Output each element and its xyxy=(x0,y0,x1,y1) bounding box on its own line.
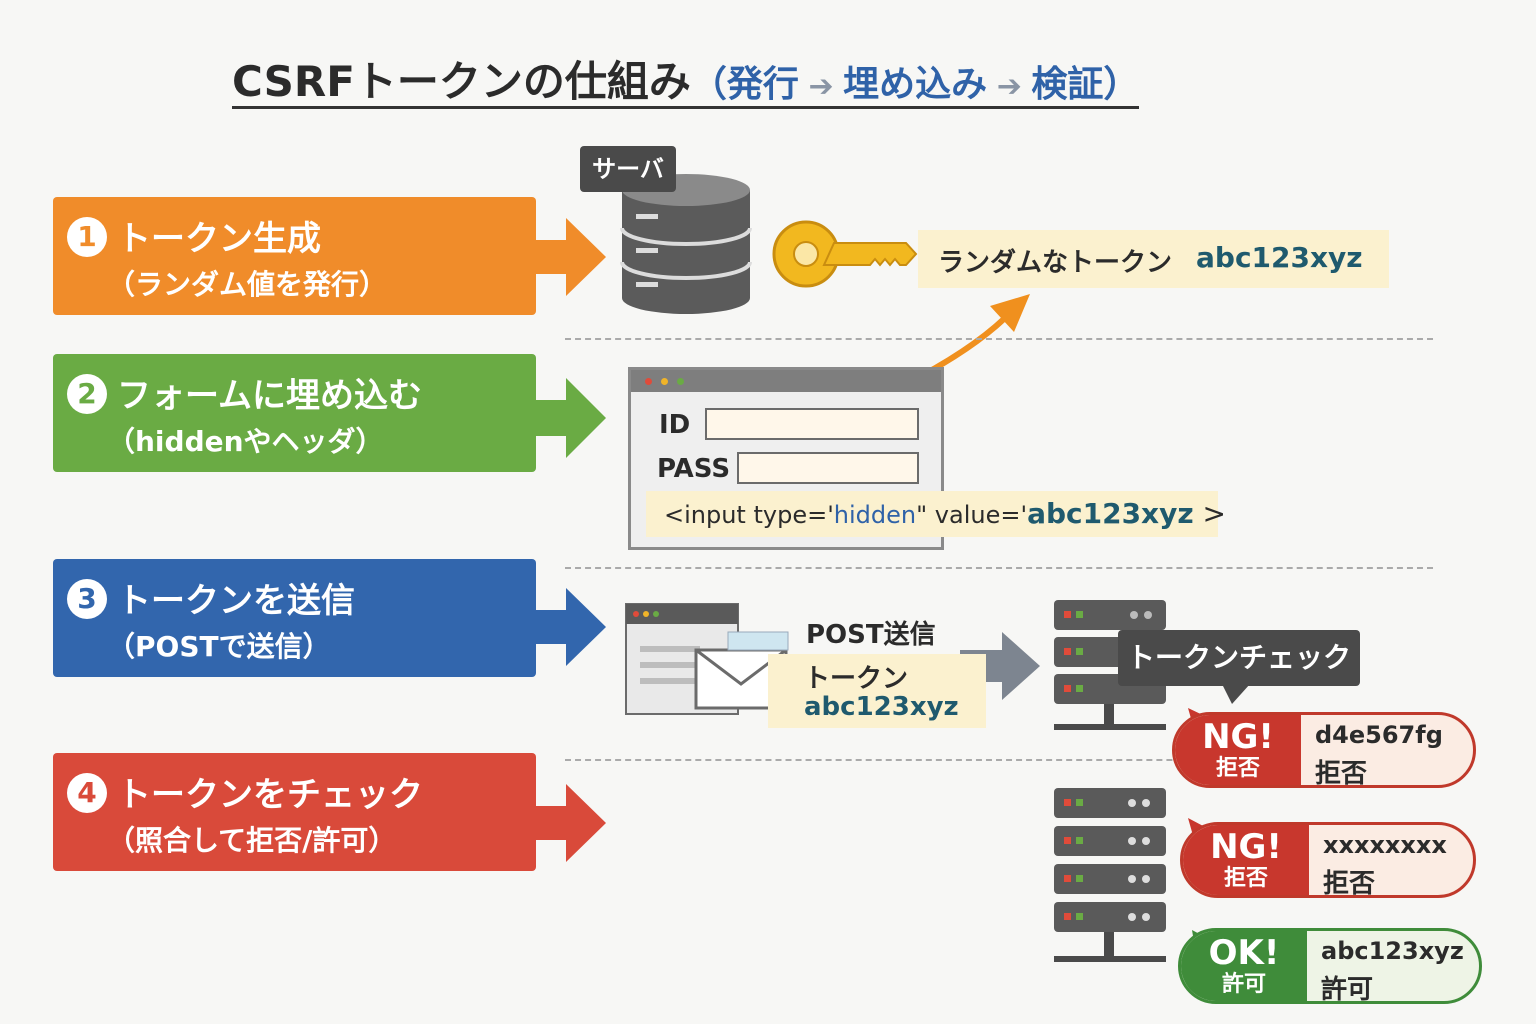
token-check-label: トークンチェック xyxy=(1118,630,1360,686)
step-label: トークンを送信 xyxy=(117,581,355,621)
result-mark-sub: 拒否 xyxy=(1215,756,1260,781)
step-2-arrow-icon xyxy=(536,378,606,458)
result-mark: NG! 拒否 xyxy=(1175,715,1301,785)
code-prefix: <input type=' xyxy=(664,501,834,529)
result-mark-text: OK! xyxy=(1208,933,1280,973)
token-value: abc123xyz xyxy=(1196,241,1363,274)
step-sub: （ランダム値を発行） xyxy=(107,268,388,301)
token-label: ランダムなトークン xyxy=(938,248,1173,278)
step-label: フォームに埋め込む xyxy=(117,376,422,416)
title-arrow-icon: ➔ xyxy=(987,69,1032,104)
code-suffix: > xyxy=(1193,497,1227,530)
step-number: 2 xyxy=(67,374,107,414)
server-rack-icon xyxy=(1054,788,1166,962)
send-arrow-icon xyxy=(960,632,1040,700)
send-token-box: トークン abc123xyz xyxy=(768,654,986,728)
code-mid: " value=' xyxy=(916,501,1028,529)
step-sub: （照合して拒否/許可） xyxy=(107,824,397,857)
send-token-value: abc123xyz xyxy=(804,692,959,722)
window-titlebar xyxy=(631,370,941,392)
server-label: サーバ xyxy=(580,146,676,192)
step-label: トークン生成 xyxy=(117,219,321,259)
code-hidden-type: hidden xyxy=(833,501,917,529)
result-verdict: 拒否 xyxy=(1323,869,1376,899)
result-token-value: xxxxxxxx xyxy=(1323,831,1447,859)
title-step-embed: 埋め込み xyxy=(843,64,988,105)
result-mark-sub: 拒否 xyxy=(1223,866,1268,891)
step-number: 1 xyxy=(67,217,107,257)
step-4-box: 4 トークンをチェック （照合して拒否/許可） xyxy=(53,753,536,871)
step-label: トークンをチェック xyxy=(117,775,423,815)
step-1-box: 1 トークン生成 （ランダム値を発行） xyxy=(53,197,536,315)
key-icon xyxy=(772,220,918,288)
title-step-verify: 検証 xyxy=(1031,64,1104,105)
title-paren-close: ） xyxy=(1103,64,1140,105)
step-sub: （hiddenやヘッダ） xyxy=(107,425,384,458)
minimize-dot-icon xyxy=(661,378,668,385)
step-3-box: 3 トークンを送信 （POSTで送信） xyxy=(53,559,536,677)
result-mark: NG! 拒否 xyxy=(1183,825,1309,895)
pass-label: PASS xyxy=(657,454,731,484)
step-4-arrow-icon xyxy=(536,784,606,862)
result-bubble-ng: NG! 拒否 xxxxxxxx 拒否 xyxy=(1180,822,1476,899)
token-box: ランダムなトークン abc123xyz xyxy=(918,230,1389,288)
maximize-dot-icon xyxy=(677,378,684,385)
title-main: CSRFトークンの仕組み xyxy=(232,57,691,106)
result-token-value: d4e567fg xyxy=(1315,721,1443,749)
result-verdict: 許可 xyxy=(1321,975,1374,1005)
step-number: 3 xyxy=(67,579,107,619)
result-mark-text: NG! xyxy=(1202,717,1274,757)
result-bubble-ng: NG! 拒否 d4e567fg 拒否 xyxy=(1172,712,1476,789)
send-caption: POST送信 xyxy=(806,620,936,650)
id-label: ID xyxy=(659,410,691,440)
id-field[interactable] xyxy=(705,408,919,440)
code-token-value: abc123xyz xyxy=(1027,497,1194,530)
section-divider xyxy=(565,567,1433,569)
title-arrow-icon: ➔ xyxy=(798,69,844,104)
step-sub: （POSTで送信） xyxy=(107,630,331,663)
password-field[interactable] xyxy=(737,452,919,484)
send-token-label: トークン xyxy=(804,664,909,694)
result-mark-sub: 許可 xyxy=(1221,972,1266,997)
step-1-arrow-icon xyxy=(536,218,606,296)
issue-arrow-head-icon xyxy=(990,294,1030,332)
result-mark-text: NG! xyxy=(1210,827,1282,867)
hidden-input-code: <input type='hidden" value='abc123xyz > xyxy=(646,491,1226,537)
close-dot-icon xyxy=(645,378,652,385)
result-mark: OK! 許可 xyxy=(1181,931,1307,1001)
step-3-arrow-icon xyxy=(536,588,606,666)
step-number: 4 xyxy=(67,773,107,813)
check-pointer-icon xyxy=(1222,684,1250,704)
login-form-window: ID PASS xyxy=(628,367,944,550)
result-token-value: abc123xyz xyxy=(1321,937,1464,965)
title-step-issue: 発行 xyxy=(726,64,799,105)
title-paren-open: （ xyxy=(690,64,727,105)
step-2-box: 2 フォームに埋め込む （hiddenやヘッダ） xyxy=(53,354,536,472)
section-divider xyxy=(565,338,1433,340)
section-divider xyxy=(565,759,1433,761)
database-icon xyxy=(620,174,752,314)
result-bubble-ok: OK! 許可 abc123xyz 許可 xyxy=(1178,928,1482,1005)
result-verdict: 拒否 xyxy=(1315,759,1368,789)
page-title: CSRFトークンの仕組み（発行 ➔ 埋め込み ➔ 検証） xyxy=(232,48,1140,109)
